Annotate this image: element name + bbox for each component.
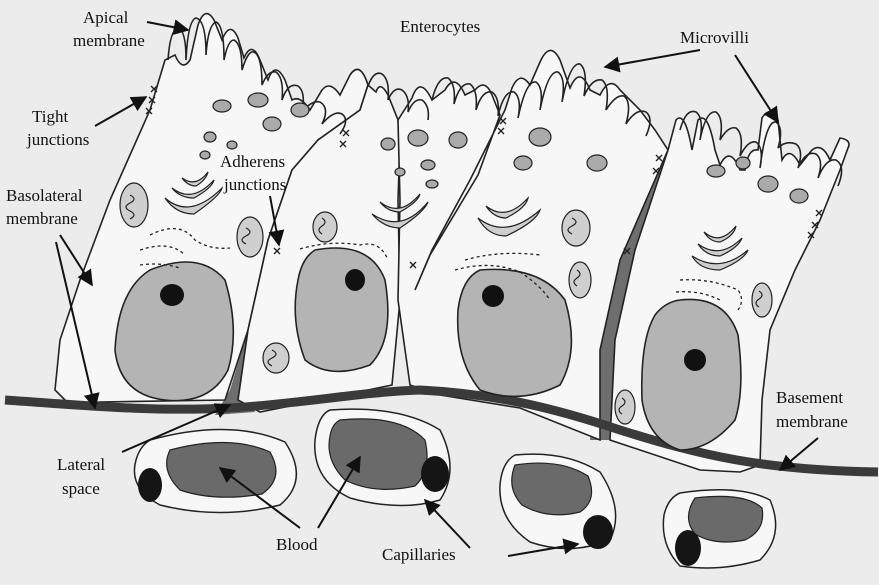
label-adherens-line1: Adherens — [220, 152, 285, 171]
nucleus-2 — [295, 248, 388, 371]
label-lateral-line2: space — [62, 479, 100, 498]
label-apical-line2: membrane — [73, 31, 145, 50]
nucleus-3 — [458, 269, 572, 396]
label-basement-line1: Basement — [776, 388, 843, 407]
label-basement-line2: membrane — [776, 412, 848, 431]
nucleolus-3 — [482, 285, 504, 307]
label-basolateral-line1: Basolateral — [6, 186, 83, 205]
nucleolus-2 — [345, 269, 365, 291]
label-blood: Blood — [276, 535, 318, 554]
capillary-1 — [134, 429, 296, 512]
label-enterocytes: Enterocytes — [400, 17, 480, 36]
label-adherens-line2: junctions — [223, 175, 286, 194]
label-capillaries: Capillaries — [382, 545, 456, 564]
label-tight-line2: junctions — [26, 130, 89, 149]
label-apical-line1: Apical — [83, 8, 129, 27]
label-tight-line1: Tight — [32, 107, 69, 126]
nucleolus-1 — [160, 284, 184, 306]
label-lateral-line1: Lateral — [57, 455, 105, 474]
label-basolateral-line2: membrane — [6, 209, 78, 228]
label-microvilli: Microvilli — [680, 28, 749, 47]
nucleolus-4 — [684, 349, 706, 371]
capillary-4 — [663, 490, 775, 568]
nucleus-4 — [642, 299, 741, 450]
